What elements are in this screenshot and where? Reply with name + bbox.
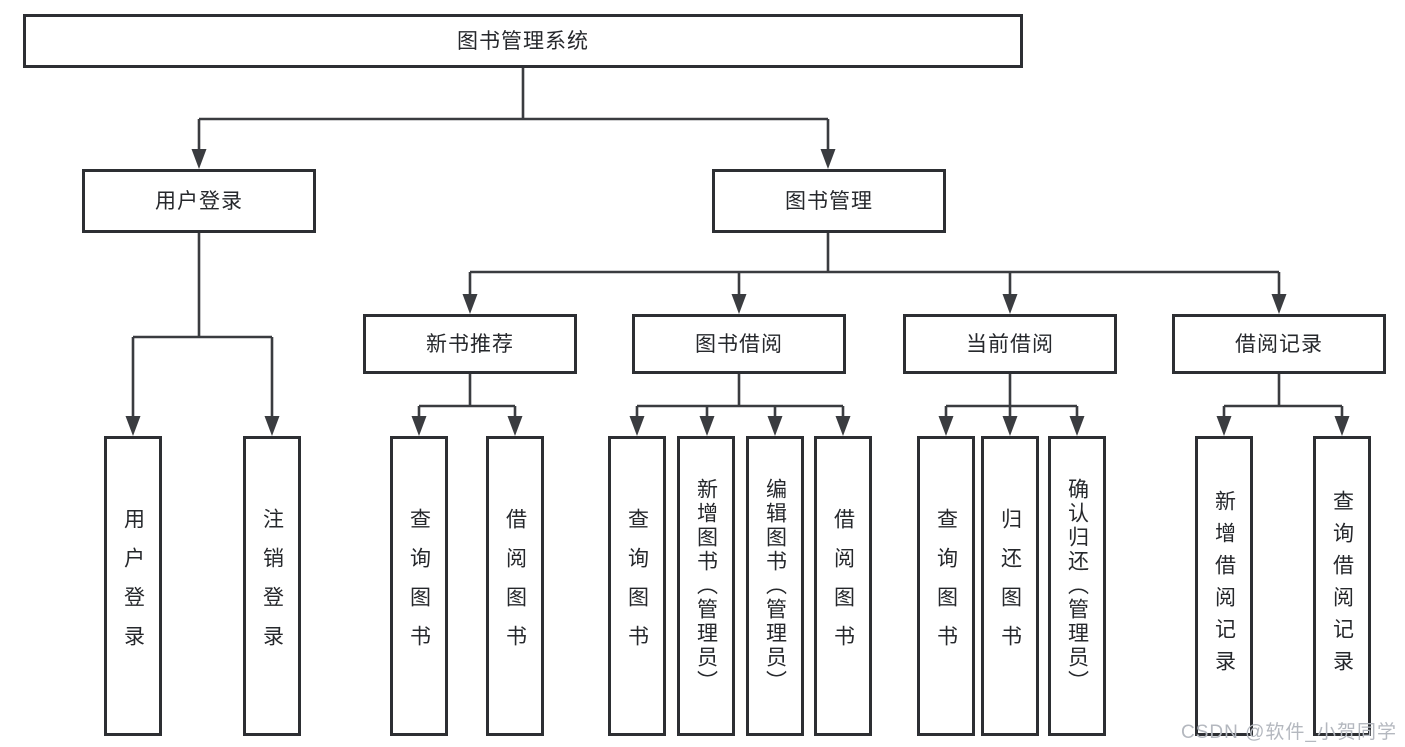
node-leaf-query-book-current: 查询图书 [917,436,975,736]
node-user-login-module: 用户登录 [82,169,316,233]
node-book-management-module: 图书管理 [712,169,946,233]
node-leaf-add-book-admin: 新增图书（管理员） [677,436,735,736]
csdn-watermark: CSDN @软件_小贺同学 [1181,722,1397,743]
node-leaf-add-borrow-record: 新增借阅记录 [1195,436,1253,736]
node-leaf-query-book-borrowing: 查询图书 [608,436,666,736]
node-current-borrowing: 当前借阅 [903,314,1117,374]
node-leaf-borrow-book-borrowing: 借阅图书 [814,436,872,736]
node-leaf-borrow-book-recommend: 借阅图书 [486,436,544,736]
node-book-borrowing: 图书借阅 [632,314,846,374]
node-leaf-logout: 注销登录 [243,436,301,736]
connector-paths [131,68,1344,419]
node-new-book-recommendation: 新书推荐 [363,314,577,374]
node-leaf-query-borrow-record: 查询借阅记录 [1313,436,1371,736]
node-leaf-edit-book-admin: 编辑图书（管理员） [746,436,804,736]
node-leaf-return-book: 归还图书 [981,436,1039,736]
node-leaf-confirm-return-admin: 确认归还（管理员） [1048,436,1106,736]
node-borrowing-records: 借阅记录 [1172,314,1386,374]
node-leaf-user-login: 用户登录 [104,436,162,736]
node-leaf-query-book-recommend: 查询图书 [390,436,448,736]
arrowheads [125,149,1350,436]
node-library-management-system: 图书管理系统 [23,14,1023,68]
